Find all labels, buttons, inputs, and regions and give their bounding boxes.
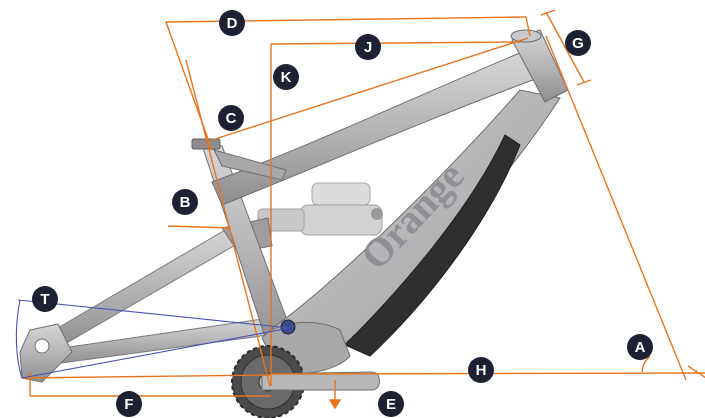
seat-collar [191,138,221,150]
dimension-line-f [21,374,271,379]
svg-text:D: D [227,15,238,32]
badges: D J G K C B T A [32,10,653,417]
svg-text:J: J [364,39,372,56]
svg-text:E: E [386,396,396,413]
svg-text:A: A [635,339,646,356]
badge-a: A [627,334,653,360]
rear-dropout [19,323,73,383]
seat-tube-axis [185,59,271,387]
badge-b: B [172,189,198,215]
badge-d: D [219,10,245,36]
dimension-line-g [545,11,585,83]
badge-f: F [116,391,142,417]
badge-j: J [355,34,381,60]
svg-text:K: K [281,69,292,86]
badge-e: E [378,391,404,417]
badge-g: G [565,30,591,56]
svg-text:G: G [572,35,584,52]
dimension-line-c [211,37,529,141]
crank-arm [261,371,380,391]
battery [344,134,521,357]
badge-t: T [32,286,58,312]
svg-text:B: B [180,194,191,211]
dimension-line-b [167,225,232,229]
badge-h: H [468,357,494,383]
badge-c: C [218,105,244,131]
svg-text:H: H [476,362,487,379]
rear-shock [257,182,383,236]
bike-frame: Orange [19,29,569,418]
dimension-line-j [270,41,521,45]
badge-k: K [273,64,299,90]
svg-text:T: T [40,291,49,308]
rear-geometry-lines [15,299,291,379]
svg-text:C: C [226,110,237,127]
dimension-line-a [545,35,687,381]
svg-text:F: F [124,396,133,413]
